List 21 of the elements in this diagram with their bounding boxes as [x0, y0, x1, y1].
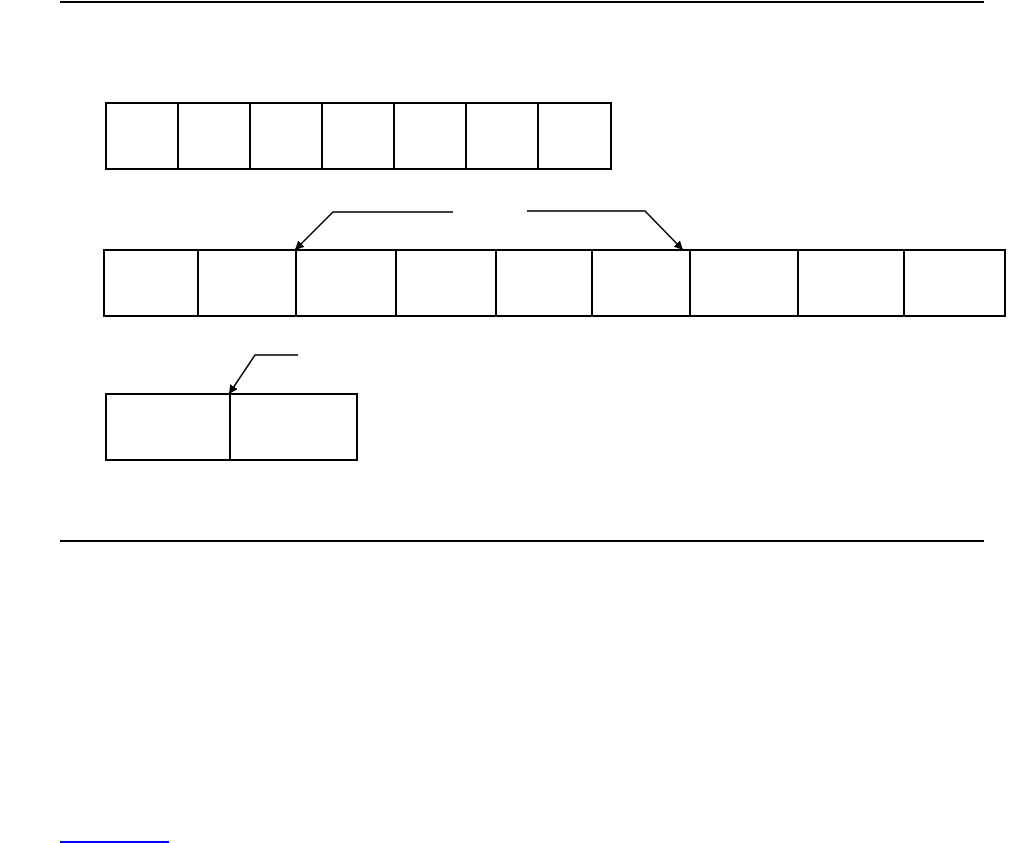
cell-box [395, 249, 497, 317]
cell-box [249, 102, 323, 170]
cell-box [321, 102, 395, 170]
cell-box [105, 102, 179, 170]
cell-box [229, 393, 358, 461]
cell-box [797, 249, 905, 317]
cell-box [197, 249, 297, 317]
cell-box [591, 249, 691, 317]
cell-box [689, 249, 799, 317]
cell-box [103, 249, 199, 317]
cell-box [393, 102, 467, 170]
leader-line [228, 354, 299, 395]
cell-box [537, 102, 612, 170]
cell-box [177, 102, 251, 170]
leader-line [526, 210, 684, 251]
cell-box [295, 249, 397, 317]
cell-box [495, 249, 593, 317]
cell-box [465, 102, 539, 170]
cell-box [105, 393, 231, 461]
cell-box [903, 249, 1006, 317]
leader-line [294, 211, 454, 251]
